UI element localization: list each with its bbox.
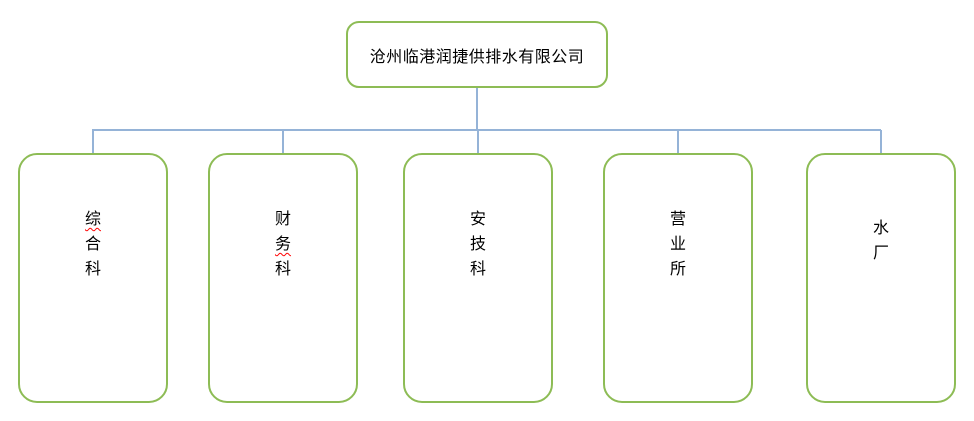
label-char: 营 xyxy=(669,209,687,228)
org-node-dept-water-plant: 水 厂 xyxy=(806,153,956,403)
org-node-dept-safety-tech: 安 技 科 xyxy=(403,153,553,403)
label-char: 科 xyxy=(469,259,487,278)
label-char: 科 xyxy=(274,259,292,278)
label-char: 厂 xyxy=(872,243,890,262)
connector-drop-dept-4 xyxy=(677,130,679,154)
connector-horizontal-bus xyxy=(92,129,881,131)
org-node-dept-finance: 财 务 科 xyxy=(208,153,358,403)
misspelled-char: 务 xyxy=(274,234,292,253)
org-node-dept-safety-tech-label: 安 技 科 xyxy=(470,211,486,277)
label-char: 安 xyxy=(469,209,487,228)
org-node-dept-business-office: 营 业 所 xyxy=(603,153,753,403)
misspelled-char: 综 xyxy=(84,209,102,228)
org-node-dept-general-label: 综 合 科 xyxy=(85,211,101,277)
connector-drop-dept-3 xyxy=(477,130,479,154)
org-node-dept-water-plant-label: 水 厂 xyxy=(873,220,889,261)
label-char: 水 xyxy=(872,218,890,237)
connector-root-drop xyxy=(476,88,478,130)
org-node-dept-business-office-label: 营 业 所 xyxy=(670,211,686,277)
label-char: 财 xyxy=(274,209,292,228)
label-char: 技 xyxy=(469,234,487,253)
connector-drop-dept-2 xyxy=(282,130,284,154)
label-char: 业 xyxy=(669,234,687,253)
label-char: 合 xyxy=(84,234,102,253)
connector-drop-dept-1 xyxy=(92,130,94,154)
org-node-dept-general: 综 合 科 xyxy=(18,153,168,403)
org-node-company: 沧州临港润捷供排水有限公司 xyxy=(346,21,608,88)
org-node-company-label: 沧州临港润捷供排水有限公司 xyxy=(369,46,585,66)
connector-drop-dept-5 xyxy=(880,130,882,154)
label-char: 所 xyxy=(669,259,687,278)
label-char: 科 xyxy=(84,259,102,278)
org-node-dept-finance-label: 财 务 科 xyxy=(275,211,291,277)
